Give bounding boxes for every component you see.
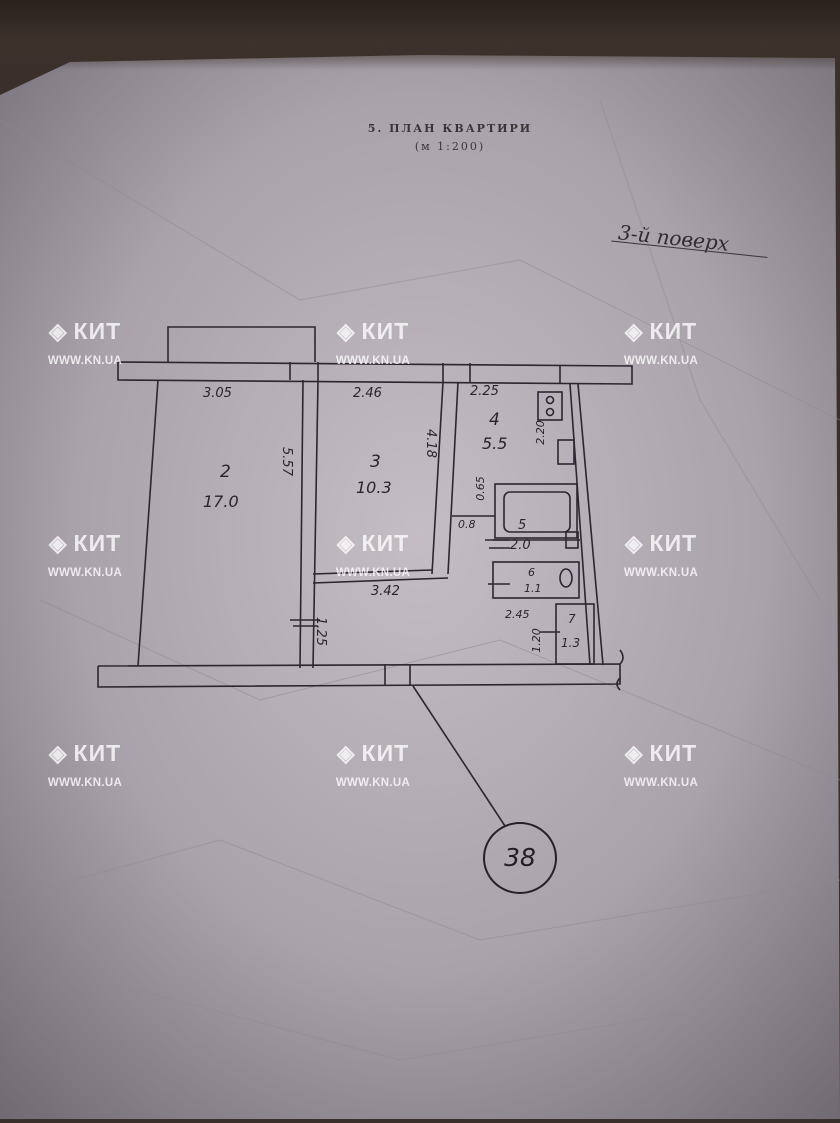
kit-logo-icon: ◈ bbox=[624, 530, 644, 556]
watermark: ◈КИТ WWW.KN.UA bbox=[47, 318, 123, 367]
dim-hall-width: 3.42 bbox=[371, 584, 400, 599]
dim-room4-length: 2.20 bbox=[533, 420, 547, 445]
dim-room2-length: 5.57 bbox=[278, 447, 294, 476]
watermark: ◈КИТ WWW.KN.UA bbox=[335, 740, 411, 789]
kit-logo-icon: ◈ bbox=[336, 740, 356, 766]
plan-scale: (м 1:200) bbox=[414, 140, 486, 153]
dim-corridor-length: 1.20 bbox=[529, 628, 543, 653]
watermark: ◈КИТ WWW.KN.UA bbox=[47, 740, 123, 789]
dim-hall-length: 1.25 bbox=[312, 617, 328, 646]
dim-room3-width: 2.46 bbox=[353, 386, 382, 401]
watermark: ◈КИТ WWW.KN.UA bbox=[623, 318, 699, 367]
dim-room2-width: 3.05 bbox=[203, 386, 232, 401]
kit-logo-icon: ◈ bbox=[48, 318, 68, 344]
dim-room3-length: 4.18 bbox=[422, 429, 438, 458]
kit-logo-icon: ◈ bbox=[48, 740, 68, 766]
kit-logo-icon: ◈ bbox=[336, 530, 356, 556]
dim-door-08: 0.8 bbox=[458, 518, 476, 531]
watermark: ◈КИТ WWW.KN.UA bbox=[47, 530, 123, 579]
room-5-number: 5 bbox=[518, 518, 527, 533]
building-number-circle: 38 bbox=[483, 822, 557, 894]
room-5-area: 2.0 bbox=[510, 538, 531, 553]
kit-logo-icon: ◈ bbox=[624, 740, 644, 766]
room-6-number: 6 bbox=[528, 566, 535, 579]
kit-logo-icon: ◈ bbox=[336, 318, 356, 344]
dim-door-065: 0.65 bbox=[473, 476, 487, 501]
room-3-number: 3 bbox=[370, 452, 381, 472]
dim-room4-width: 2.25 bbox=[470, 384, 499, 399]
outer-wall-bottom bbox=[97, 663, 621, 688]
dim-corridor-width: 2.45 bbox=[505, 608, 530, 621]
room-6-area: 1.1 bbox=[524, 582, 542, 595]
outer-wall-top bbox=[117, 361, 633, 385]
watermark: ◈КИТ WWW.KN.UA bbox=[623, 530, 699, 579]
room-7-area: 1.3 bbox=[561, 636, 581, 650]
outer-wall-right bbox=[577, 383, 604, 666]
room-2-number: 2 bbox=[220, 462, 231, 482]
watermark: ◈КИТ WWW.KN.UA bbox=[335, 318, 411, 367]
room-2-area: 17.0 bbox=[203, 492, 239, 511]
room-3-area: 10.3 bbox=[356, 478, 392, 497]
watermark: ◈КИТ WWW.KN.UA bbox=[623, 740, 699, 789]
kit-logo-icon: ◈ bbox=[624, 318, 644, 344]
balcony bbox=[167, 326, 316, 362]
room-4-number: 4 bbox=[489, 410, 500, 430]
outer-wall-left bbox=[137, 379, 159, 667]
kit-logo-icon: ◈ bbox=[48, 530, 68, 556]
plan-title: 5. ПЛАН КВАРТИРИ bbox=[367, 122, 533, 135]
room-7-number: 7 bbox=[568, 612, 576, 626]
room-4-area: 5.5 bbox=[482, 434, 508, 453]
carpet-background bbox=[0, 0, 840, 70]
watermark: ◈КИТ WWW.KN.UA bbox=[335, 530, 411, 579]
